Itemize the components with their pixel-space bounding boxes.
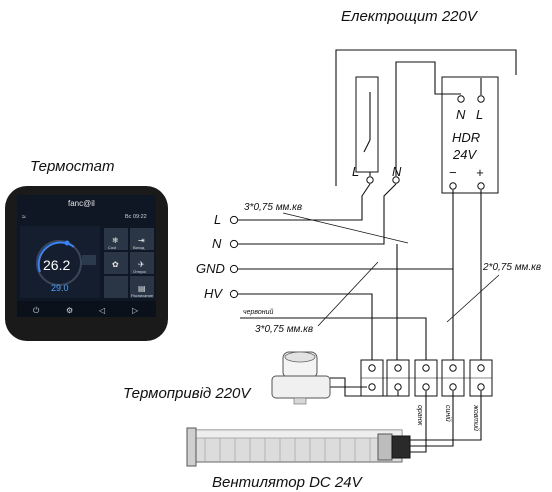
hdr-plus-label: + <box>476 165 484 180</box>
power-icon[interactable]: ⏻ <box>33 306 40 315</box>
dial-marker <box>64 240 70 246</box>
cable-note-1-leader <box>282 212 409 244</box>
thermostat-tiles <box>104 228 154 298</box>
wire-color-orange: оранж <box>416 405 423 427</box>
cable-note-2: 3*0,75 мм.кв <box>255 324 313 335</box>
panel-terminal-l: L <box>352 164 359 179</box>
tile-vacation-label: Отпуск <box>133 269 146 274</box>
cable-note-2-leader <box>317 261 379 327</box>
thermostat-device: fanc@il Вс 09:22 ≈ 26.2 29.0 ❄ ⇥ ✿ ✈ ▤ C… <box>5 186 168 341</box>
hdr-l-label: L <box>476 107 483 122</box>
hdr-l-dot <box>477 95 485 103</box>
wire-n <box>238 183 397 245</box>
thermostat-terminal-gnd: GND <box>196 261 225 276</box>
hdr-plus-dot <box>477 182 485 190</box>
plane-icon: ✈ <box>138 260 145 269</box>
thermostat-temp-sub: 29.0 <box>51 283 69 293</box>
fan-title: Вентилятор DC 24V <box>212 474 364 491</box>
hdr-minus-dot <box>449 182 457 190</box>
thermostat-brand: fanc@il <box>68 199 95 208</box>
wire-fan-blue <box>410 391 454 447</box>
actuator-title: Термопривід 220V <box>123 385 252 402</box>
terminal-n-dot <box>229 239 239 249</box>
wire-panel-n <box>395 61 461 176</box>
panel-terminal-n: N <box>392 164 402 179</box>
terminal-gnd-dot <box>229 264 239 274</box>
tile-exit-label: Виход <box>133 245 145 250</box>
panel-terminal-l-dot <box>366 176 374 184</box>
thermal-actuator <box>271 351 331 405</box>
hdr-voltage: 24V <box>452 147 477 162</box>
wire-l <box>238 183 371 221</box>
cable-note-3: 2*0,75 мм.кв <box>482 262 541 273</box>
settings-icon[interactable]: ⚙ <box>66 306 73 315</box>
wire-color-blue: синій <box>444 405 452 422</box>
terminal-l-dot <box>229 215 239 225</box>
wire-actuator-n <box>330 377 399 397</box>
wire-color-yellow: жовтий <box>472 404 480 431</box>
panel-outline <box>335 49 517 186</box>
wire-red <box>240 317 427 360</box>
snowflake-icon: ❄ <box>112 236 119 245</box>
hdr-name: HDR <box>452 130 480 145</box>
terminal-block <box>360 359 493 397</box>
schedule-icon: ▤ <box>138 284 146 293</box>
wifi-icon: ≈ <box>22 214 26 221</box>
panel-title: Електрощит 220V <box>341 8 479 25</box>
cable-note-1: 3*0,75 мм.кв <box>244 202 302 213</box>
thermostat-terminal-hv: HV <box>204 286 223 301</box>
hdr-minus-label: − <box>449 165 457 180</box>
wire-fan-yellow <box>410 391 482 441</box>
thermostat-temp-main: 26.2 <box>43 257 70 273</box>
thermostat-terminal-n: N <box>212 236 222 251</box>
hdr-n-label: N <box>456 107 466 122</box>
panel-terminal-n-dot <box>392 176 400 184</box>
terminal-hv-dot <box>229 289 239 299</box>
back-icon[interactable]: ◁ <box>98 306 105 315</box>
switch-box <box>355 76 379 173</box>
thermostat-clock: Вс 09:22 <box>125 214 147 220</box>
temperature-dial <box>36 240 82 286</box>
tile-cool-label: Cool <box>108 245 116 250</box>
thermostat-terminal-l: L <box>214 212 221 227</box>
thermostat-title: Термостат <box>30 158 114 175</box>
switch-lever <box>363 139 371 153</box>
cable-note-3-leader <box>446 274 500 323</box>
fan-icon: ✿ <box>112 260 119 269</box>
hdr-n-dot <box>457 95 465 103</box>
tile-schedule-label: Расписание <box>131 293 154 298</box>
wire-hv <box>238 293 373 360</box>
wire-fan-orange <box>410 391 427 453</box>
forward-icon[interactable]: ▷ <box>132 306 139 315</box>
tangential-fan <box>186 427 411 467</box>
exit-icon: ⇥ <box>138 236 145 245</box>
wire-color-red: червоний <box>243 308 274 316</box>
hdr-power-supply <box>441 76 499 194</box>
